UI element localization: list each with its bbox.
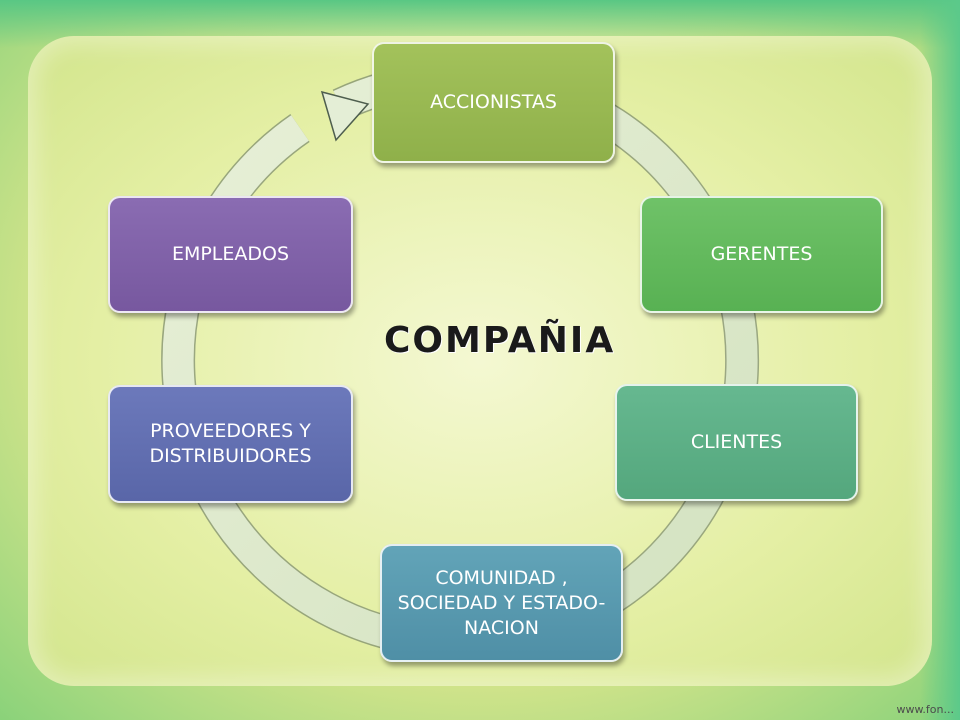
node-gerentes: GERENTES: [640, 196, 883, 313]
node-accionistas: ACCIONISTAS: [372, 42, 615, 163]
center-title: COMPAÑIA: [384, 320, 616, 361]
node-label: COMUNIDAD , SOCIEDAD Y ESTADO-NACION: [397, 566, 606, 639]
node-label: CLIENTES: [690, 431, 783, 453]
node-empleados: EMPLEADOS: [108, 196, 353, 313]
node-clientes: CLIENTES: [615, 384, 858, 501]
node-label: PROVEEDORES Y DISTRIBUIDORES: [149, 420, 312, 467]
watermark: www.fon...: [896, 703, 954, 716]
node-label: EMPLEADOS: [171, 243, 290, 265]
node-label: ACCIONISTAS: [430, 91, 557, 113]
node-comunidad: COMUNIDAD , SOCIEDAD Y ESTADO-NACION: [380, 544, 623, 662]
arrow-head-icon: [320, 90, 370, 142]
node-label: GERENTES: [710, 243, 813, 265]
node-proveedores: PROVEEDORES Y DISTRIBUIDORES: [108, 385, 353, 503]
